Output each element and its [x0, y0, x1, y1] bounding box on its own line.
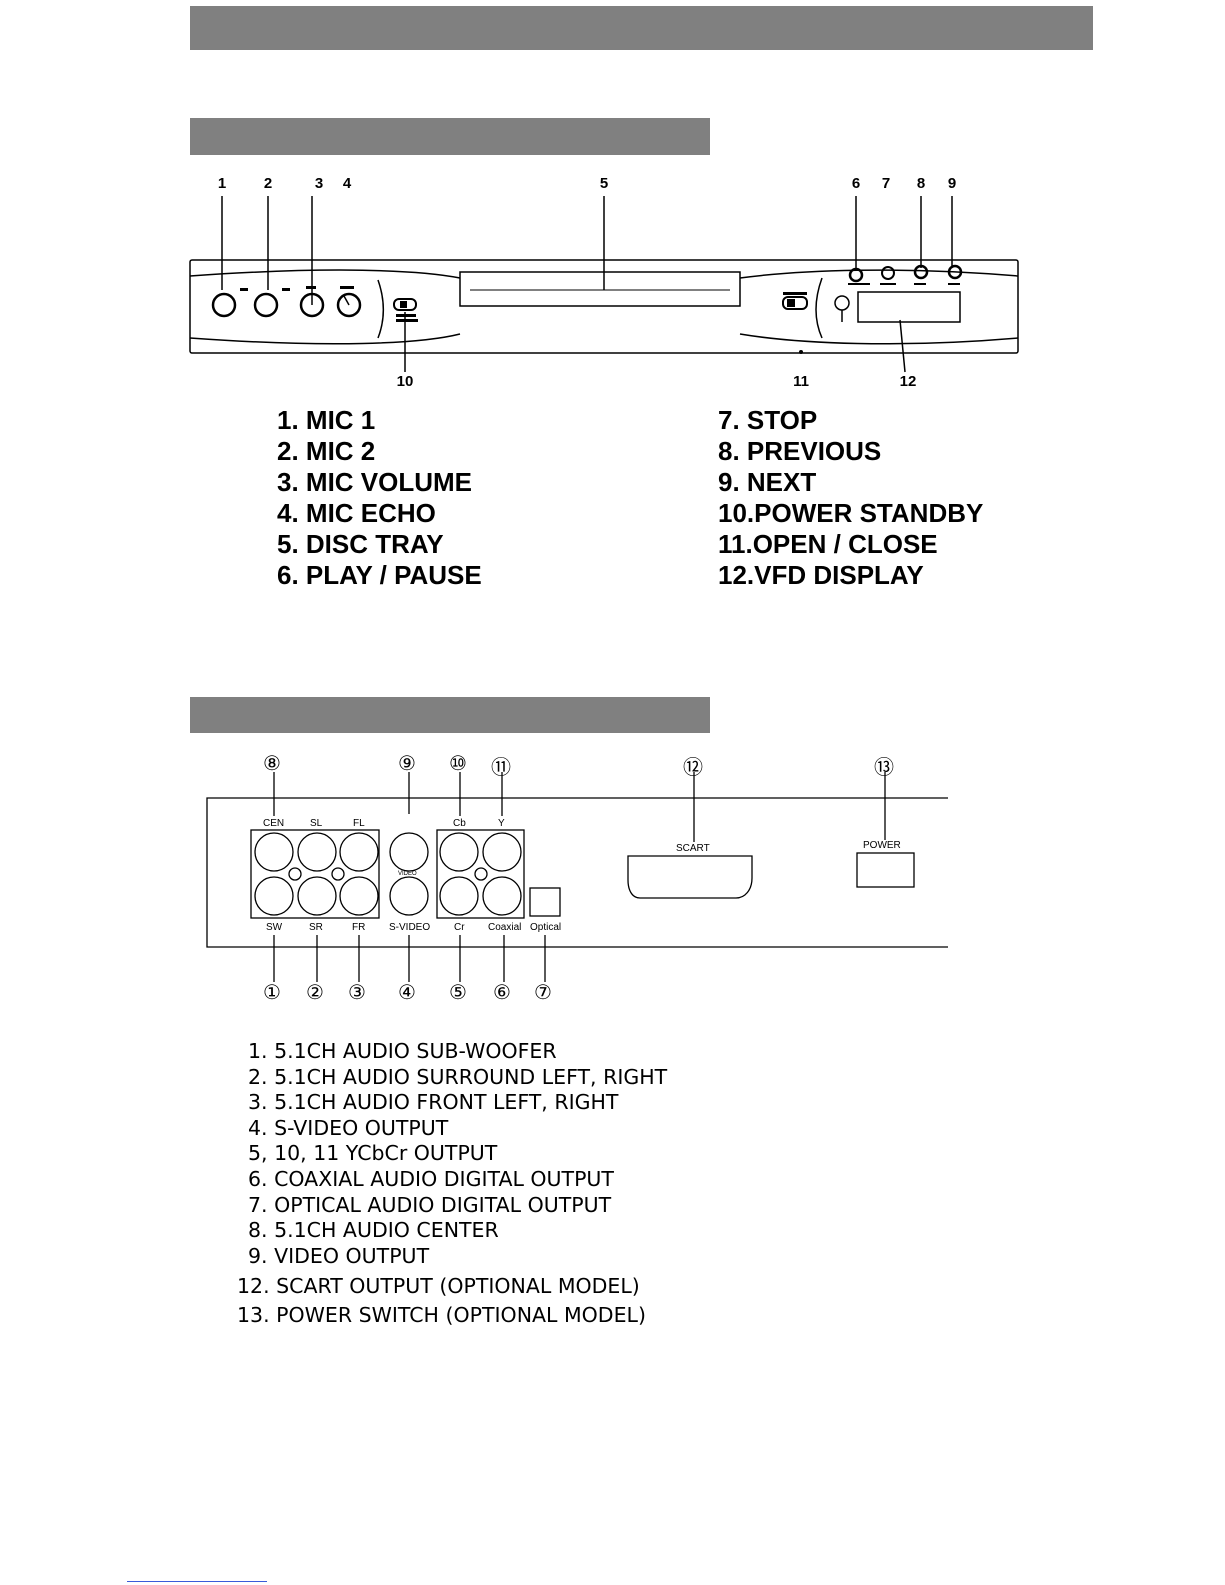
jack-label-cr: Cr: [454, 922, 465, 933]
legend-item: 7. STOP: [718, 405, 818, 435]
page-footer-line: [127, 1581, 267, 1582]
front-callout-7: 7: [881, 175, 891, 192]
legend-item: 1. MIC 1: [277, 405, 376, 435]
front-callout-6: 6: [851, 175, 861, 192]
jack-label-coaxial: Coaxial: [488, 922, 522, 933]
legend-item: 9. VIDEO OUTPUT: [248, 1243, 430, 1268]
rear-callout-8: ⑧: [263, 751, 281, 775]
front-panel-legend-left: 1. MIC 1 2. MIC 2 3. MIC VOLUME 4. MIC E…: [277, 405, 482, 591]
legend-item: 11.OPEN / CLOSE: [718, 529, 938, 559]
rear-callout-11: ⑪: [491, 755, 511, 779]
jack-label-svideo: S-VIDEO: [389, 922, 431, 933]
jack-label-optical: Optical: [530, 922, 562, 933]
legend-item: 3. MIC VOLUME: [277, 467, 473, 497]
front-callout-5: 5: [599, 175, 609, 192]
legend-item: 8. PREVIOUS: [718, 436, 882, 466]
rear-callout-4: ④: [398, 980, 416, 1004]
legend-item: 10.POWER STANDBY: [718, 498, 984, 528]
rear-panel-diagram: [206, 772, 948, 982]
front-callout-10: 10: [396, 373, 414, 390]
jack-label-scart: SCART: [676, 843, 710, 854]
front-panel-section-bar: [190, 118, 710, 155]
legend-item: 5, 10, 11 YCbCr OUTPUT: [248, 1141, 498, 1166]
jack-label-power: POWER: [863, 840, 901, 851]
rear-callout-7: ⑦: [534, 980, 552, 1004]
jack-label-sr: SR: [309, 922, 323, 933]
legend-item: 8. 5.1CH AUDIO CENTER: [248, 1218, 499, 1243]
jack-label-video: VIDEO: [398, 871, 417, 877]
front-callout-8: 8: [916, 175, 926, 192]
rear-panel-legend-optional: 12. SCART OUTPUT (OPTIONAL MODEL) 13. PO…: [237, 1272, 646, 1330]
front-callout-11: 11: [793, 373, 809, 390]
front-callout-12: 12: [899, 373, 917, 390]
jack-label-fr: FR: [352, 922, 366, 933]
legend-item: 2. 5.1CH AUDIO SURROUND LEFT, RIGHT: [248, 1064, 668, 1089]
front-callout-4: 4: [342, 175, 352, 192]
rear-callout-1: ①: [263, 980, 281, 1004]
front-callout-3: 3: [314, 175, 324, 192]
rear-callout-9: ⑨: [398, 751, 416, 775]
rear-panel-legend: 1. 5.1CH AUDIO SUB-WOOFER 2. 5.1CH AUDIO…: [248, 1039, 667, 1269]
jack-label-sw: SW: [266, 922, 283, 933]
front-panel-diagram: [189, 196, 1019, 373]
rear-callout-5: ⑤: [449, 980, 467, 1004]
rear-callout-2: ②: [306, 980, 324, 1004]
front-callout-9: 9: [947, 175, 957, 192]
front-callout-1: 1: [217, 175, 227, 192]
legend-item: 6. PLAY / PAUSE: [277, 560, 482, 590]
legend-item: 12.VFD DISPLAY: [718, 560, 924, 590]
legend-item: 13. POWER SWITCH (OPTIONAL MODEL): [237, 1303, 646, 1327]
legend-item: 3. 5.1CH AUDIO FRONT LEFT, RIGHT: [248, 1090, 619, 1115]
front-callout-2: 2: [263, 175, 273, 192]
legend-item: 1. 5.1CH AUDIO SUB-WOOFER: [248, 1039, 557, 1063]
legend-item: 12. SCART OUTPUT (OPTIONAL MODEL): [237, 1274, 640, 1298]
jack-label-y: Y: [498, 818, 505, 829]
front-panel-legend-right: 7. STOP 8. PREVIOUS 9. NEXT 10.POWER STA…: [718, 405, 983, 591]
rear-callout-13: ⑬: [874, 755, 894, 779]
jack-label-fl: FL: [353, 818, 365, 829]
legend-item: 4. MIC ECHO: [277, 498, 436, 528]
rear-callout-10: ⑩: [449, 751, 467, 775]
legend-item: 4. S-VIDEO OUTPUT: [248, 1115, 449, 1140]
header-bar: [190, 6, 1093, 50]
rear-callout-12: ⑫: [683, 755, 703, 779]
rear-panel-section-bar: [190, 697, 710, 733]
legend-item: 7. OPTICAL AUDIO DIGITAL OUTPUT: [248, 1192, 612, 1217]
legend-item: 6. COAXIAL AUDIO DIGITAL OUTPUT: [248, 1166, 614, 1191]
legend-item: 2. MIC 2: [277, 436, 376, 466]
rear-callout-3: ③: [348, 980, 366, 1004]
jack-label-sl: SL: [310, 818, 323, 829]
rear-callout-6: ⑥: [493, 980, 511, 1004]
legend-item: 5. DISC TRAY: [277, 529, 444, 559]
jack-label-cen: CEN: [263, 818, 285, 829]
legend-item: 9. NEXT: [718, 467, 817, 497]
jack-label-cb: Cb: [453, 818, 466, 829]
